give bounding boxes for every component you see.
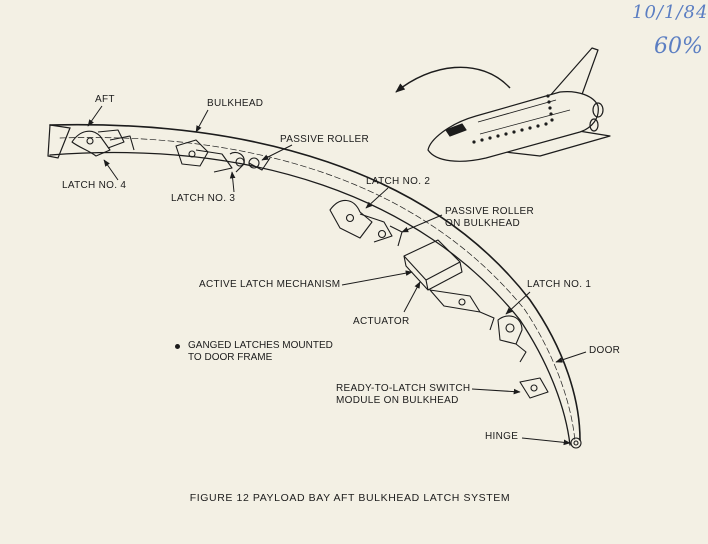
label-passive-roller-bulkhead-1: PASSIVE ROLLER [445, 206, 535, 217]
label-passive-roller: PASSIVE ROLLER [280, 134, 370, 145]
latch-1-mechanism [497, 315, 527, 363]
leader-lines [87, 105, 587, 446]
bullet-icon [175, 344, 180, 349]
label-latch-1: LATCH NO. 1 [527, 279, 592, 290]
label-latch-2: LATCH NO. 2 [366, 176, 431, 187]
handwritten-percent: 60% [654, 34, 703, 59]
orbiter-illustration [427, 47, 611, 162]
note-ganged-latches: GANGED LATCHES MOUNTED TO DOOR FRAME [175, 340, 333, 364]
label-switch-2: MODULE ON BULKHEAD [336, 395, 459, 406]
latch-4-mechanism [71, 129, 135, 157]
label-door: DOOR [589, 345, 621, 356]
curved-arrow [395, 66, 511, 93]
passive-roller-part [248, 157, 271, 171]
label-aft: AFT [95, 94, 115, 105]
switch-module [519, 377, 549, 399]
label-hinge: HINGE [485, 431, 519, 442]
latch-hardware [71, 129, 582, 449]
figure-caption: FIGURE 12 PAYLOAD BAY AFT BULKHEAD LATCH… [189, 492, 511, 504]
label-active-latch: ACTIVE LATCH MECHANISM [199, 279, 341, 290]
label-bulkhead: BULKHEAD [207, 98, 264, 109]
label-switch-1: READY-TO-LATCH SWITCH [336, 383, 471, 394]
note-line-1: GANGED LATCHES MOUNTED [188, 340, 333, 351]
active-latch-box [403, 239, 463, 291]
hinge-part [570, 437, 582, 449]
label-passive-roller-bulkhead-2: ON BULKHEAD [445, 218, 520, 229]
handwritten-date: 10/1/84 [632, 2, 708, 23]
label-latch-3: LATCH NO. 3 [171, 193, 236, 204]
actuator-part [429, 289, 495, 331]
latch-2-mechanism [329, 199, 403, 247]
latch-3-mechanism [175, 139, 245, 173]
label-actuator: ACTUATOR [353, 316, 410, 327]
note-line-2: TO DOOR FRAME [188, 352, 273, 363]
label-latch-4: LATCH NO. 4 [62, 180, 127, 191]
